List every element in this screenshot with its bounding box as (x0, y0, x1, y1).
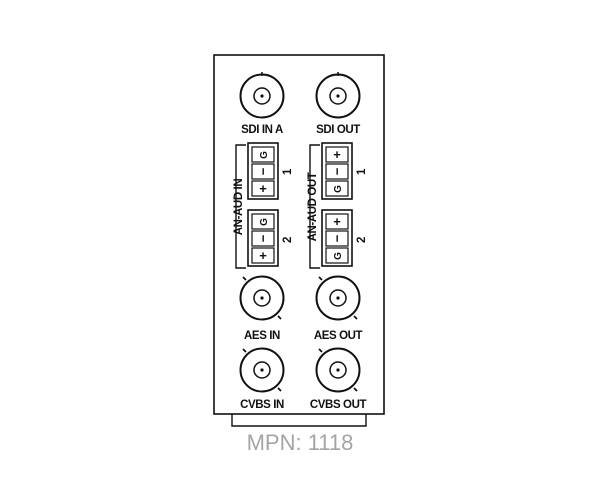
sdi-in-label: SDI IN A (241, 124, 283, 136)
an-aud-out-2-terminal (321, 209, 353, 267)
an-aud-out-1-channel: 1 (356, 168, 368, 175)
part-number-caption: MPN: 1118 (246, 430, 354, 455)
an-aud-out-2-ground: G (333, 252, 344, 260)
aes-in-label: AES IN (244, 330, 280, 342)
an-aud-out-1-minus: − (330, 167, 345, 175)
an-aud-in-1-minus: − (256, 167, 271, 175)
cvbs-in-connector (239, 347, 285, 393)
an-aud-out-1-plus: + (333, 147, 341, 162)
sdi-in-connector (239, 72, 285, 119)
an-aud-in-bracket (235, 144, 246, 269)
an-aud-out-1-ground: G (333, 185, 344, 193)
aes-out-connector (315, 275, 361, 321)
an-aud-in-2-minus: − (256, 234, 271, 242)
an-aud-out-bracket (309, 144, 320, 269)
aes-out-label: AES OUT (314, 330, 363, 342)
an-aud-in-2-channel: 2 (282, 237, 294, 243)
an-aud-out-2-channel: 2 (356, 237, 368, 243)
an-aud-in-2-plus: + (259, 248, 267, 263)
an-aud-in-1-plus: + (259, 181, 267, 196)
an-aud-in-1-channel: 1 (282, 168, 294, 175)
panel-frame (213, 54, 385, 415)
an-aud-out-2-plus: + (333, 214, 341, 229)
an-aud-in-1-ground: G (259, 151, 270, 159)
an-aud-in-1-terminal (247, 142, 279, 200)
sdi-out-connector (315, 72, 361, 119)
cvbs-in-label: CVBS IN (240, 399, 284, 411)
an-aud-in-label: AN-AUD IN (233, 179, 245, 236)
an-aud-out-2-minus: − (330, 234, 345, 242)
sdi-out-label: SDI OUT (316, 124, 360, 136)
cvbs-out-label: CVBS OUT (310, 399, 367, 411)
aes-in-connector (239, 275, 285, 321)
an-aud-in-2-terminal (247, 209, 279, 267)
an-aud-in-2-ground: G (259, 218, 270, 226)
an-aud-out-label: AN-AUD OUT (307, 172, 319, 241)
panel-bottom-tab (231, 414, 367, 427)
an-aud-out-1-terminal (321, 142, 353, 200)
cvbs-out-connector (315, 347, 361, 393)
